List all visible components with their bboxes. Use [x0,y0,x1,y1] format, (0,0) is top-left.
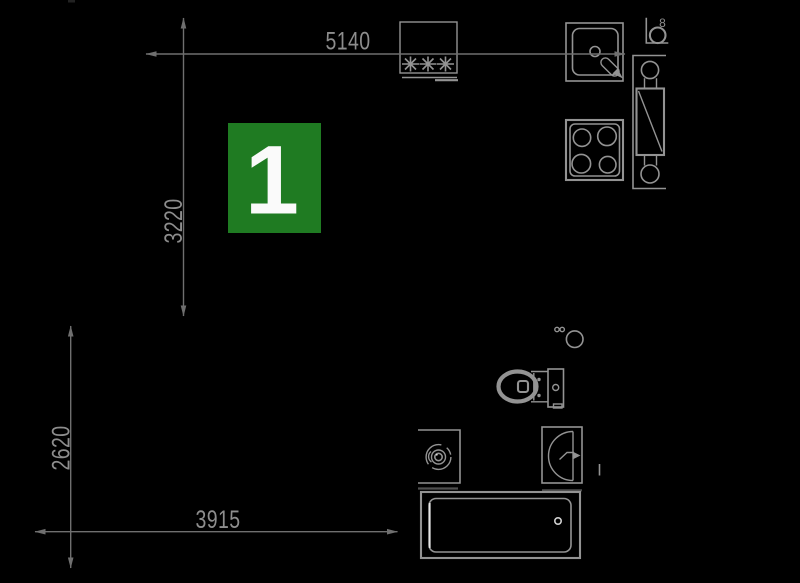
burner [571,153,592,174]
kitchen-sink-icon [565,22,624,82]
dimension-label: 3220 [160,199,188,244]
water-heater-label: 8 [659,16,666,30]
vent-icon [554,326,584,349]
unit-number: 1 [245,126,299,235]
speck [68,0,75,3]
dimension-horizontal-3915: 3915 [34,506,398,535]
dimension-vertical-3220: 3220 [160,17,188,317]
dimension-vertical-2620: 2620 [47,325,75,569]
arrow-left-icon [145,51,157,57]
arrow-left-icon [34,528,46,535]
dimension-label: 2620 [47,426,75,471]
arrow-right-icon [614,51,626,57]
washing-machine-icon [418,429,461,484]
bathroom-sink-icon [541,426,583,484]
basin-arc [547,430,574,482]
dimension-label: 3915 [196,506,241,534]
burner [596,126,618,147]
drain-icon [553,516,562,525]
toilet-tank [547,368,565,408]
washer-door [425,443,452,471]
unit-number-plate: 1 [228,123,321,235]
water-heater-icon: 8 [645,16,669,45]
arrow-down-icon [67,557,74,569]
burner [572,128,592,148]
gas-burner-asterisks [402,56,454,72]
dimension-label: 5140 [326,27,371,55]
window-radiator-icon [399,21,458,82]
bathtub-icon [419,490,582,560]
arrow-up-icon [180,17,187,29]
flush-button [552,383,560,392]
arrow-down-icon [180,305,187,317]
unit-plate-background [228,123,321,233]
vent-dot [559,326,566,333]
towel-rail-icon [632,54,666,190]
arrow-right-icon [387,528,398,535]
dimension-horizontal-5140: 5140 [145,27,626,57]
arrow-up-icon [67,325,74,337]
toilet-bowl [496,369,539,404]
burner [598,155,617,174]
toilet-icon [496,368,565,409]
vent-dot [554,326,560,333]
stove-icon [564,118,625,182]
tap-hole [589,45,601,58]
basin-faucet [559,451,574,461]
